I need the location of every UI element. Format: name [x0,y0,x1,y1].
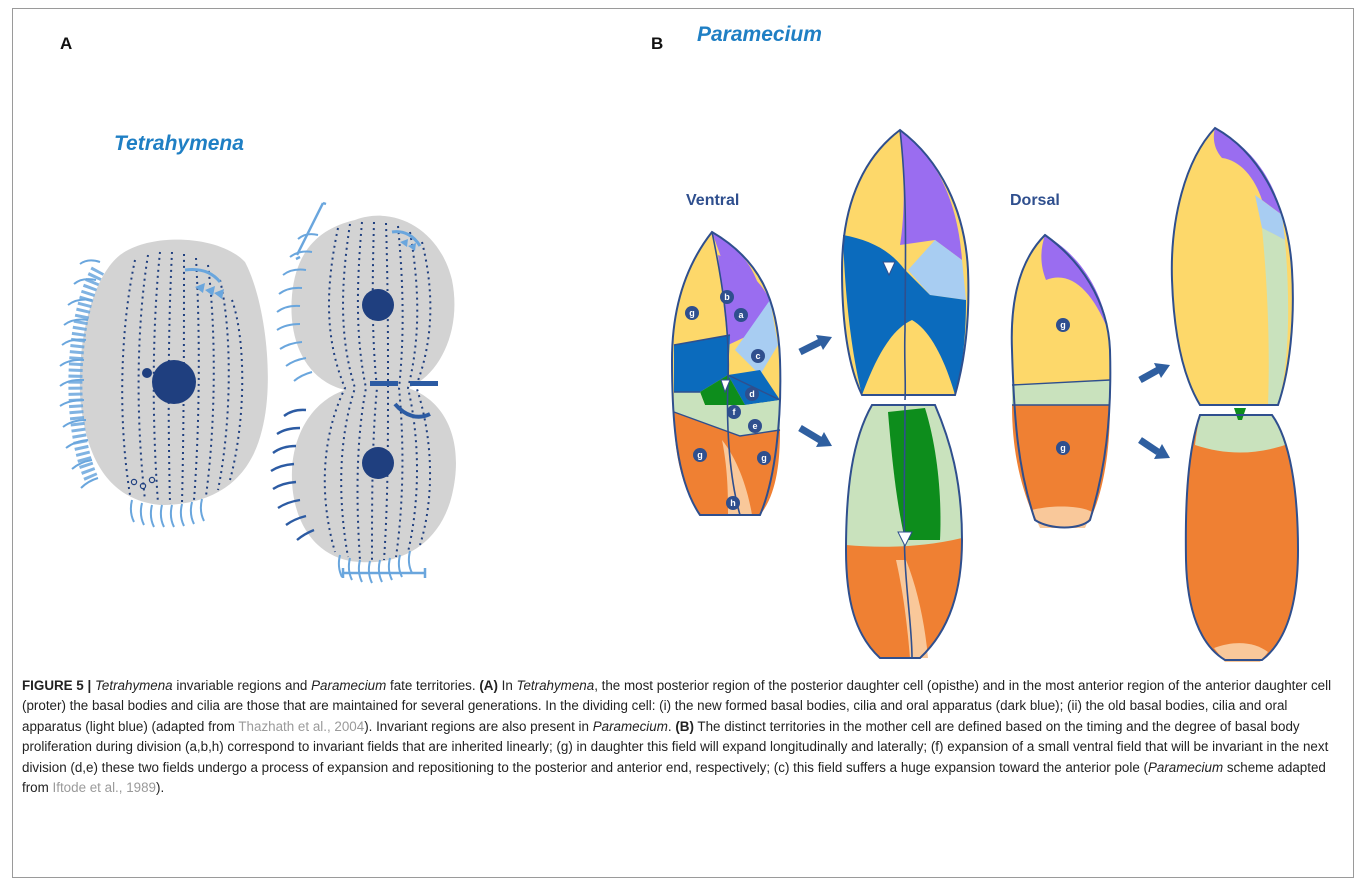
figure-caption: FIGURE 5 | Tetrahymena invariable region… [22,676,1344,798]
field-g-ventral-left: g [697,450,703,460]
caption-text: Tetrahymena [95,678,173,693]
field-g-dorsal-bottom: g [1060,443,1066,453]
caption-text: Paramecium [1148,760,1223,775]
caption-text: invariable regions and [173,678,311,693]
ventral-mother-cell: b a c d f e g g g h [672,232,780,515]
field-b-ventral: b [724,292,730,302]
citation-link[interactable]: Iftode et al., 1989 [53,780,156,795]
arrow-dorsal-bottom [1140,440,1158,452]
caption-text: ). Invariant regions are also present in [364,719,593,734]
caption-text: ). [156,780,164,795]
caption-text: In [498,678,517,693]
arrow-dorsal-top [1140,370,1158,380]
field-h-ventral: h [730,498,736,508]
field-c-ventral: c [755,351,760,361]
citation-link[interactable]: Thazhath et al., 2004 [238,719,364,734]
arrow-ventral-top [800,342,820,352]
caption-lead: FIGURE 5 | [22,678,91,693]
field-g-ventral-right: g [761,453,767,463]
figure-illustration: b a c d f e g g g h [0,0,1355,670]
dorsal-daughter-cells [1172,128,1298,662]
field-g-dorsal-top: g [1060,320,1066,330]
field-g-ventral-top: g [689,308,695,318]
caption-text: Paramecium [593,719,668,734]
field-e-ventral: e [752,421,757,431]
dorsal-mother-cell: g g [1012,235,1111,528]
field-d-ventral: d [749,389,755,399]
caption-text: Paramecium [311,678,386,693]
tetrahymena-interphase-cell [60,240,268,527]
caption-text: Tetrahymena [517,678,595,693]
caption-panel-b-tag: (B) [675,719,694,734]
arrow-ventral-bottom [800,428,820,440]
caption-panel-a-tag: (A) [479,678,498,693]
ventral-daughter-cells [842,130,968,658]
tetrahymena-dividing-cell [271,203,456,583]
caption-text: fate territories. [386,678,479,693]
